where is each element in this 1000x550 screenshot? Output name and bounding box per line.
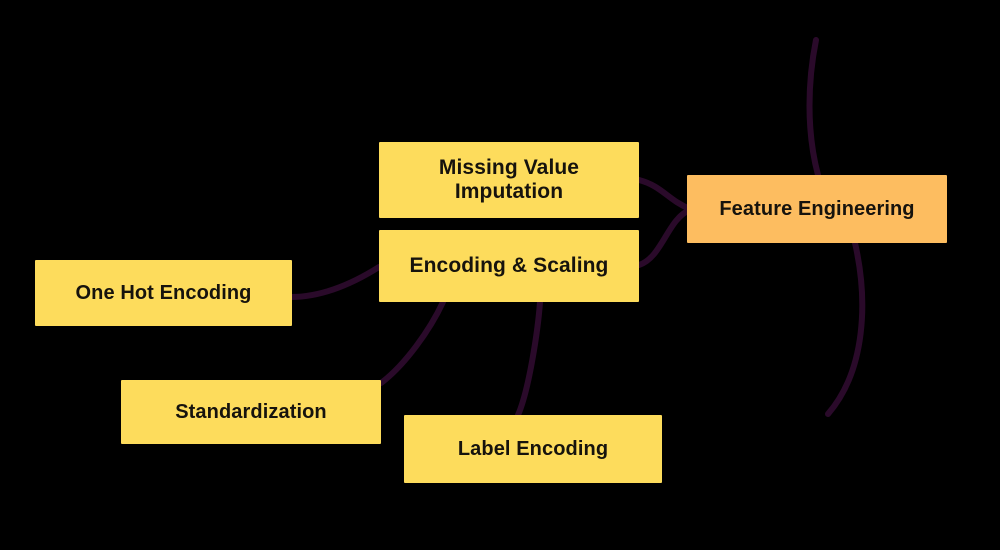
node-label: Standardization (175, 400, 327, 423)
node-label: Missing Value Imputation (438, 155, 580, 203)
node-label: Label Encoding (457, 437, 609, 460)
edge-feature-engineering-to-offscreen-top (806, 37, 821, 178)
node-missing-value-imputation[interactable]: Missing Value Imputation (379, 142, 639, 218)
node-label: One Hot Encoding (75, 281, 252, 304)
edge-feature-engineering-to-offscreen-bottom (825, 240, 866, 417)
edge-one-hot-encoding-to-encoding-scaling (288, 264, 382, 300)
node-feature-engineering[interactable]: Feature Engineering (687, 175, 947, 243)
edge-standardization-to-encoding-scaling (378, 299, 446, 386)
edge-missing-value-imputation-to-feature-engineering (636, 177, 693, 212)
node-label-encoding[interactable]: Label Encoding (404, 415, 662, 483)
node-encoding-scaling[interactable]: Encoding & Scaling (379, 230, 639, 302)
node-label: Feature Engineering (719, 197, 915, 220)
node-label: Encoding & Scaling (409, 253, 609, 277)
node-one-hot-encoding[interactable]: One Hot Encoding (35, 260, 292, 326)
node-standardization[interactable]: Standardization (121, 380, 381, 444)
edge-label-encoding-to-encoding-scaling (515, 299, 543, 418)
edge-encoding-scaling-to-feature-engineering (636, 207, 693, 268)
